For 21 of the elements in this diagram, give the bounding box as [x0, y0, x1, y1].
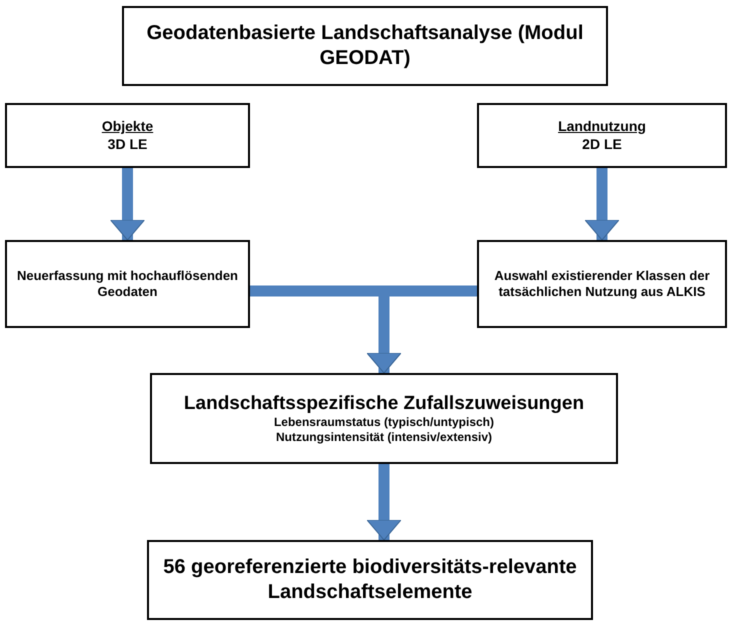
process-box — [122, 6, 608, 86]
block-arrow — [366, 464, 402, 540]
box-text: 56 georeferenzierte biodiversitäts-relevante Landschaftselemente — [162, 555, 578, 605]
box-text: 2D LE — [582, 136, 622, 153]
process-box — [477, 240, 727, 328]
process-box — [5, 103, 250, 168]
box-text: Neuerfassung mit hochauflösenden Geodaten — [16, 268, 240, 300]
box-heading: Objekte — [102, 118, 154, 136]
process-box — [5, 240, 250, 328]
box-heading: Landschaftsspezifische Zufallszuweisungen — [184, 392, 584, 416]
block-arrow — [584, 168, 620, 240]
process-box — [477, 103, 727, 168]
box-text: Geodatenbasierte Landschaftsanalyse (Modul GEODAT) — [146, 21, 584, 71]
block-arrow — [110, 168, 145, 240]
box-subtext: Nutzungsintensität (intensiv/extensiv) — [276, 430, 492, 446]
box-text: Auswahl existierender Klassen der tatsächlichen Nutzung aus ALKIS — [493, 268, 711, 300]
box-heading: Landnutzung — [558, 118, 646, 136]
process-box — [150, 373, 618, 464]
process-box — [147, 540, 593, 620]
box-subtext: Lebensraumstatus (typisch/untypisch) — [274, 415, 494, 430]
box-text: 3D LE — [108, 136, 148, 153]
